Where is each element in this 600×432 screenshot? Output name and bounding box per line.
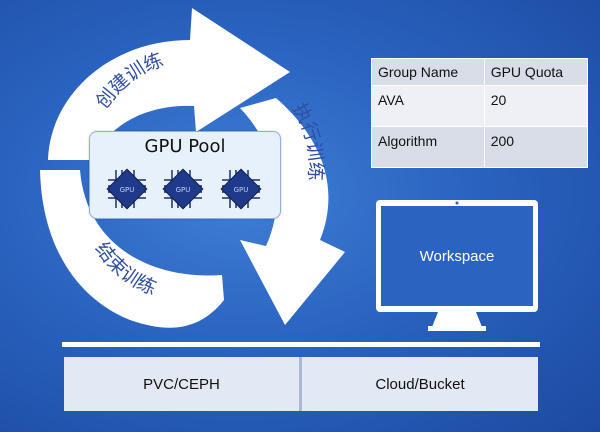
table-row: Algorithm 200 (371, 126, 589, 168)
table-header-row: Group Name GPU Quota (371, 58, 589, 86)
storage-separator (299, 357, 302, 411)
gpu-quota-table: Group Name GPU Quota AVA 20 Algorithm 20… (371, 58, 589, 168)
svg-text:GPU: GPU (120, 186, 135, 194)
gpu-chip-icon: GPU (106, 168, 148, 210)
column-header-group-name: Group Name (371, 58, 485, 86)
gpu-pool: GPU Pool GPU GPU (89, 131, 281, 219)
gpu-pool-title: GPU Pool (144, 136, 226, 157)
create-arrow (48, 8, 290, 160)
table-row: AVA 20 (371, 85, 589, 127)
cloud-bucket-storage: Cloud/Bucket (302, 357, 538, 411)
execute-arrow (240, 98, 345, 325)
gpu-chip-icon: GPU (220, 168, 262, 210)
divider-line (62, 342, 540, 347)
workspace-label: Workspace (419, 247, 495, 265)
svg-text:GPU: GPU (176, 186, 191, 194)
gpu-quota-cell: 20 (483, 85, 589, 127)
gpu-chip-icon: GPU (162, 168, 204, 210)
end-arrow (40, 170, 224, 328)
monitor-icon (376, 200, 538, 331)
pvc-ceph-storage: PVC/CEPH (64, 357, 299, 411)
group-name-cell: AVA (371, 85, 485, 127)
column-header-gpu-quota: GPU Quota (483, 58, 589, 86)
gpu-quota-cell: 200 (483, 126, 589, 168)
group-name-cell: Algorithm (371, 126, 485, 168)
svg-text:GPU: GPU (234, 186, 249, 194)
